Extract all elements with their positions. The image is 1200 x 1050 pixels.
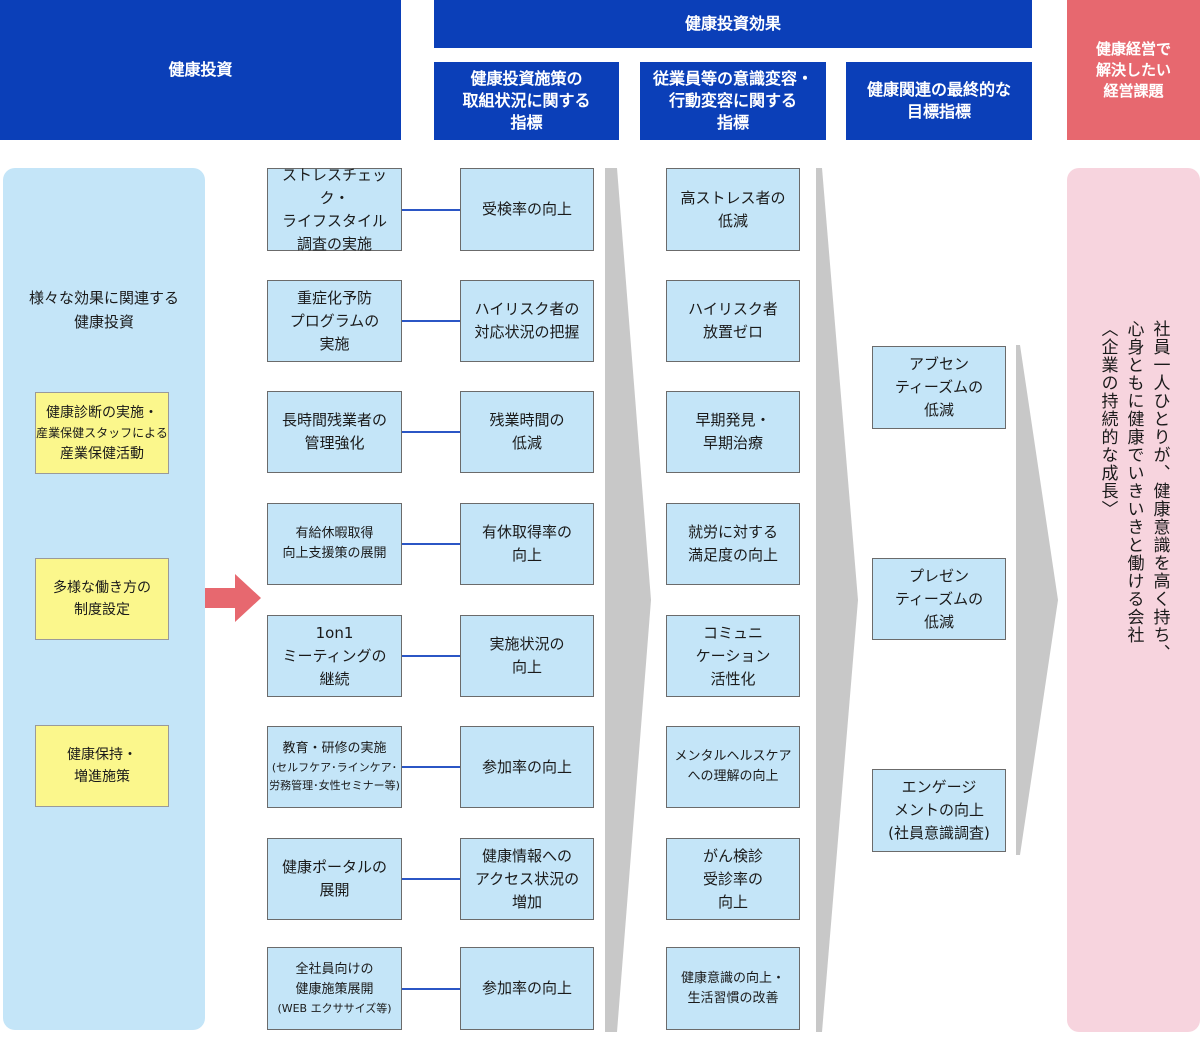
final-goal-presenteeism: プレゼン ティーズムの 低減 — [872, 558, 1006, 640]
measure-severity-prevention: 重症化予防 プログラムの 実施 — [267, 280, 402, 362]
behavior-early-detection: 早期発見・ 早期治療 — [666, 391, 800, 473]
final-goal-absenteeism: アブセン ティーズムの 低減 — [872, 346, 1006, 429]
investment-box-line: 産業保健活動 — [60, 445, 144, 462]
indicator-overtime-reduction: 残業時間の 低減 — [460, 391, 594, 473]
connector-line — [402, 320, 460, 322]
investment-box-health-checkup: 健康診断の実施・ 産業保健スタッフによる 産業保健活動 — [35, 392, 169, 474]
connector-line — [402, 209, 460, 211]
indicator-exam-rate: 受検率の向上 — [460, 168, 594, 251]
header-initiative-indicators: 健康投資施策の 取組状況に関する 指標 — [434, 62, 619, 140]
investment-box-line: 健康診断の実施・ — [46, 404, 158, 421]
connector-line — [402, 543, 460, 545]
measure-education-training: 教育・研修の実施 (セルフケア･ラインケア･ 労務管理･女性セミナー等) — [267, 726, 402, 808]
measure-line: (WEB エクササイズ等) — [277, 1001, 392, 1015]
chevron-arrow-1 — [605, 168, 651, 1032]
investment-box-health-promotion: 健康保持・ 増進施策 — [35, 725, 169, 807]
final-goal-engagement: エンゲージ メントの向上 (社員意識調査) — [872, 769, 1006, 852]
connector-line — [402, 878, 460, 880]
measure-health-portal: 健康ポータルの 展開 — [267, 838, 402, 920]
behavior-communication: コミュニ ケーション 活性化 — [666, 615, 800, 697]
indicator-implementation-status: 実施状況の 向上 — [460, 615, 594, 697]
measure-1on1-meetings: 1on1 ミーティングの 継続 — [267, 615, 402, 697]
indicator-participation-rate: 参加率の向上 — [460, 726, 594, 808]
header-investment-effect: 健康投資効果 — [434, 0, 1032, 48]
indicator-health-info-access: 健康情報への アクセス状況の 増加 — [460, 838, 594, 920]
behavior-health-awareness: 健康意識の向上・ 生活習慣の改善 — [666, 947, 800, 1030]
connector-line — [402, 655, 460, 657]
chevron-arrow-2 — [816, 168, 858, 1032]
business-issue-line-3: 〈企業の持続的な成長〉 — [1097, 320, 1118, 518]
behavior-mental-health-understanding: メンタルヘルスケア への理解の向上 — [666, 726, 800, 808]
measure-line: (セルフケア･ラインケア･ 労務管理･女性セミナー等) — [269, 761, 400, 792]
header-business-issue: 健康経営で 解決したい 経営課題 — [1067, 0, 1200, 140]
behavior-work-satisfaction: 就労に対する 満足度の向上 — [666, 503, 800, 585]
measure-company-wide-health: 全社員向けの 健康施策展開 (WEB エクササイズ等) — [267, 947, 402, 1030]
measure-paid-leave: 有給休暇取得 向上支援策の展開 — [267, 503, 402, 585]
connector-line — [402, 766, 460, 768]
behavior-cancer-screening: がん検診 受診率の 向上 — [666, 838, 800, 920]
connector-line — [402, 431, 460, 433]
header-investment: 健康投資 — [0, 0, 401, 140]
measure-stress-check: ストレスチェック・ ライフスタイル 調査の実施 — [267, 166, 402, 253]
investment-box-work-styles: 多様な働き方の 制度設定 — [35, 558, 169, 640]
investment-box-line: 産業保健スタッフによる — [36, 425, 168, 440]
indicator-participation-rate-2: 参加率の向上 — [460, 947, 594, 1030]
flow-arrow-icon — [205, 574, 261, 622]
business-issue-panel — [1067, 168, 1200, 1032]
behavior-high-stress: 高ストレス者の 低減 — [666, 168, 800, 251]
header-behavior-indicators: 従業員等の意識変容・ 行動変容に関する 指標 — [640, 62, 826, 140]
business-issue-line-1: 社員一人ひとりが、健康意識を高く持ち、 — [1149, 320, 1170, 662]
connector-line — [402, 988, 460, 990]
behavior-high-risk-zero: ハイリスク者 放置ゼロ — [666, 280, 800, 362]
business-issue-text: 社員一人ひとりが、健康意識を高く持ち、 心身ともに健康でいきいきと働ける会社 〈… — [1067, 168, 1200, 1032]
indicator-leave-rate: 有休取得率の 向上 — [460, 503, 594, 585]
indicator-high-risk-status: ハイリスク者の 対応状況の把握 — [460, 280, 594, 362]
investment-intro-text: 様々な効果に関連する 健康投資 — [28, 289, 179, 331]
measure-line: 教育・研修の実施 — [282, 741, 387, 756]
chevron-arrow-3 — [1016, 345, 1058, 855]
measure-line: 全社員向けの 健康施策展開 — [295, 961, 374, 997]
measure-overtime-management: 長時間残業者の 管理強化 — [267, 391, 402, 473]
header-final-indicators: 健康関連の最終的な 目標指標 — [846, 62, 1032, 140]
business-issue-line-2: 心身ともに健康でいきいきと働ける会社 — [1123, 320, 1144, 644]
